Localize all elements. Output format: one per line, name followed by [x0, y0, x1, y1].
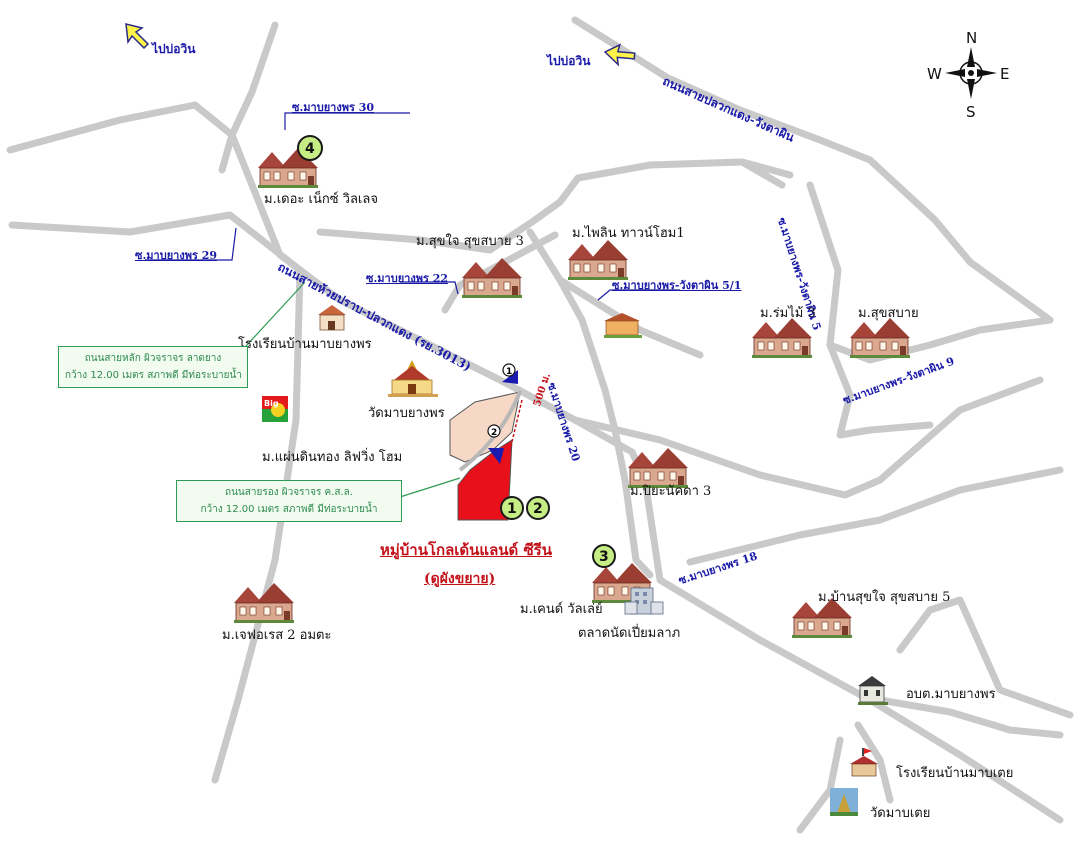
road-label-r29: ซ.มาบยางพร 29 — [135, 249, 217, 262]
place-label-obt: อบต.มาบยางพร — [906, 687, 996, 702]
svg-text:1: 1 — [506, 367, 512, 377]
marker-three: 3 — [592, 544, 616, 568]
place-label-suksai: ม.สุขใจ สุขสบาย 3 — [416, 234, 524, 249]
place-label-school1: โรงเรียนบ้านมาบยางพร — [238, 337, 372, 352]
main-road-note-line1: ถนนสายหลัก ผิวจราจร ลาดยาง — [84, 353, 222, 364]
compass-n: N — [966, 29, 977, 47]
secondary-road-note-line1: ถนนสายรอง ผิวจราจร ค.ส.ล. — [225, 487, 353, 498]
main-road-note-line2: กว้าง 12.00 เมตร สภาพดี มีท่อระบายน้ำ — [65, 370, 242, 381]
marker-one-two: 1 2 — [500, 496, 550, 520]
svg-text:1: 1 — [507, 501, 517, 517]
marker-four: 4 — [297, 135, 323, 161]
compass-icon: N S E W — [927, 29, 1009, 121]
compass-s: S — [966, 103, 976, 121]
government-office-icon — [858, 676, 888, 705]
svg-text:2: 2 — [533, 501, 543, 517]
compass-w: W — [927, 65, 942, 83]
school-icon — [850, 748, 878, 777]
place-label-kenwalley: ม.เคนด์ วัลเล่ย์ — [520, 602, 603, 617]
secondary-road-note: ถนนสายรอง ผิวจราจร ค.ส.ล. กว้าง 12.00 เม… — [176, 480, 402, 522]
house-icon — [751, 317, 813, 359]
svg-text:3: 3 — [599, 549, 609, 565]
gate-marker-two: 2 — [487, 424, 504, 464]
place-label-temple1: วัดมาบยางพร — [368, 406, 445, 421]
note-pointers — [234, 281, 461, 498]
temple-icon — [388, 360, 438, 397]
main-road-note: ถนนสายหลัก ผิวจราจร ลาดยาง กว้าง 12.00 เ… — [58, 346, 248, 388]
place-label-market: ตลาดนัดเปี่ยมลาภ — [578, 626, 681, 641]
place-label-temple2: วัดมาบเตย — [870, 806, 931, 821]
road-label-r22: ซ.มาบยางพร 22 — [366, 272, 448, 285]
road-label-r51: ซ.มาบยางพร-วังตาผิน 5/1 — [612, 279, 742, 292]
temple-icon — [830, 788, 858, 816]
direction-arrow-icon — [125, 23, 149, 49]
place-label-bansukjai: ม.บ้านสุขใจ สุขสบาย 5 — [818, 590, 951, 605]
gate-marker-one: 1 — [502, 363, 518, 384]
school-icon — [318, 305, 346, 331]
market-icon — [624, 587, 664, 615]
svg-text:4: 4 — [305, 141, 315, 157]
direction-label-left: ไปบ่อวิน — [152, 42, 196, 56]
road-pointer-lines — [145, 112, 680, 301]
store-sign-text: Big — [264, 399, 279, 408]
house-icon — [849, 317, 911, 359]
place-label-suksabai: ม.สุขสบาย — [858, 306, 919, 321]
road-label-r30: ซ.มาบยางพร 30 — [292, 101, 374, 114]
secondary-road-note-line2: กว้าง 12.00 เมตร สภาพดี มีท่อระบายน้ำ — [200, 504, 378, 515]
compass-e: E — [1000, 65, 1009, 83]
direction-label-right: ไปบ่อวิน — [547, 54, 591, 68]
place-label-jefores: ม.เจฟอเรส 2 อมตะ — [222, 628, 332, 643]
place-label-rommai: ม.ร่มไม้ 3 — [760, 306, 816, 321]
place-label-school2: โรงเรียนบ้านมาบเตย — [896, 766, 1014, 781]
place-label-paendin: ม.แผ่นดินทอง ลิฟวิ่ง โฮม — [262, 450, 403, 465]
place-label-pailin: ม.ไพลิน ทาวน์โฮม1 — [572, 226, 685, 241]
svg-text:2: 2 — [491, 428, 497, 438]
road-network — [6, 16, 1074, 834]
house-icon — [461, 257, 523, 299]
place-label-p4: ม.เดอะ เน็กซ์ วิลเลจ — [264, 192, 378, 207]
project-title-link[interactable]: หมู่บ้านโกลเด้นแลนด์ ซีรีน — [380, 541, 552, 559]
store-sign-icon: Big — [262, 396, 288, 422]
building-icon — [604, 313, 642, 338]
project-zoom-link[interactable]: (ดูผังขยาย) — [424, 571, 496, 587]
house-icon — [567, 239, 629, 281]
place-label-piyanakda: ม.ปิยะนัคดา 3 — [630, 484, 712, 499]
